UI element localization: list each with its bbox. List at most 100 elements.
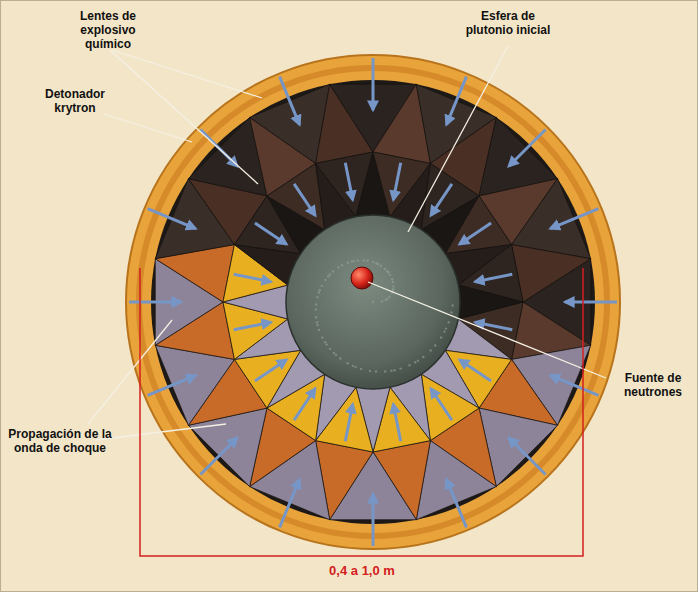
leader-line <box>112 50 262 98</box>
sphere-speck <box>324 279 326 281</box>
part-label: Detonador krytron <box>30 88 120 116</box>
sphere-speck <box>321 336 323 338</box>
sphere-speck <box>315 316 317 318</box>
shock-arrow <box>431 388 452 420</box>
shock-arrow <box>550 375 598 395</box>
sphere-speck <box>369 370 371 372</box>
shock-arrow <box>459 360 491 381</box>
sphere-speck <box>434 344 436 346</box>
shock-arrow <box>431 184 452 216</box>
sphere-speck <box>384 370 386 372</box>
sphere-speck <box>333 352 335 354</box>
explosive-lens <box>445 196 511 254</box>
shock-arrow <box>234 322 271 329</box>
sphere-speck <box>329 273 331 275</box>
sphere-speck <box>321 285 323 287</box>
explosive-lens <box>267 163 325 229</box>
shock-arrow <box>372 494 375 546</box>
sphere-speck <box>381 300 383 302</box>
dimension-label: 0,4 a 1,0 m <box>262 564 462 579</box>
sphere-speck <box>339 357 341 359</box>
shock-arrow <box>345 163 352 200</box>
sphere-speck <box>451 304 453 306</box>
sphere-speck <box>315 308 317 310</box>
sphere-speck <box>357 259 359 261</box>
leader-lines <box>88 46 606 440</box>
sphere-speck <box>440 336 442 338</box>
shock-arrow <box>129 301 181 304</box>
sphere-speck <box>315 303 317 305</box>
sphere-speck <box>384 268 386 270</box>
leader-line <box>96 424 226 440</box>
sphere-speck <box>329 348 331 350</box>
detonator-ring-shade <box>139 68 607 536</box>
sphere-speck <box>414 361 416 363</box>
shock-arrow <box>446 479 466 527</box>
shock-arrow <box>475 274 512 281</box>
sphere-speck <box>408 364 410 366</box>
part-label: Esfera de plutonio inicial <box>462 10 554 38</box>
sphere-speck <box>375 370 377 372</box>
shock-arrow <box>372 58 375 110</box>
sphere-speck <box>372 301 374 303</box>
sphere-speck <box>391 278 393 280</box>
dimension-bracket <box>140 268 583 556</box>
sphere-speck <box>319 289 321 291</box>
sphere-speck <box>363 259 365 261</box>
sphere-speck <box>332 270 334 272</box>
sphere-speck <box>324 341 326 343</box>
sphere-speck <box>377 263 379 265</box>
leader-line <box>110 50 258 184</box>
plutonium-sphere <box>286 215 460 389</box>
neutron-source <box>351 267 373 289</box>
sphere-speck <box>372 261 374 263</box>
sphere-texture <box>315 259 454 372</box>
sphere-speck <box>447 321 449 323</box>
sphere-speck <box>316 296 318 298</box>
explosive-lens <box>458 285 523 319</box>
sphere-speck <box>392 285 394 287</box>
sphere-speck <box>335 354 337 356</box>
sphere-speck <box>422 356 424 358</box>
sphere-speck <box>325 343 327 345</box>
shock-arrow <box>345 404 352 441</box>
shock-arrow <box>280 479 300 527</box>
shock-arrow <box>565 301 617 304</box>
sphere-speck <box>445 327 447 329</box>
sphere-speck <box>353 260 355 262</box>
sphere-speck <box>399 367 401 369</box>
shock-arrow <box>446 77 466 125</box>
sphere-speck <box>316 321 318 323</box>
sphere-speck <box>316 324 318 326</box>
sphere-speck <box>389 274 391 276</box>
part-label: Fuente de neutrones <box>612 372 694 400</box>
shock-arrow <box>200 438 237 475</box>
shock-arrow <box>393 404 400 441</box>
sphere-speck <box>387 271 389 273</box>
shock-arrow <box>550 209 598 229</box>
shock-arrow <box>234 274 271 281</box>
sphere-speck <box>337 266 339 268</box>
leader-line <box>88 320 172 424</box>
shock-arrow <box>509 129 546 166</box>
shock-arrow <box>393 163 400 200</box>
sphere-speck <box>393 369 395 371</box>
sphere-speck <box>318 329 320 331</box>
sphere-speck <box>360 368 362 370</box>
sphere-speck <box>352 365 354 367</box>
sphere-speck <box>390 369 392 371</box>
explosive-lens <box>512 245 591 302</box>
sphere-speck <box>417 359 419 361</box>
shock-arrow <box>294 388 315 420</box>
sphere-speck <box>385 299 387 301</box>
shock-arrow <box>255 223 287 244</box>
sphere-speck <box>388 296 390 298</box>
sphere-speck <box>380 265 382 267</box>
sphere-speck <box>366 260 368 262</box>
sphere-speck <box>351 260 353 262</box>
sphere-speck <box>318 291 320 293</box>
shock-arrow <box>280 77 300 125</box>
detonator-ring <box>126 55 620 549</box>
